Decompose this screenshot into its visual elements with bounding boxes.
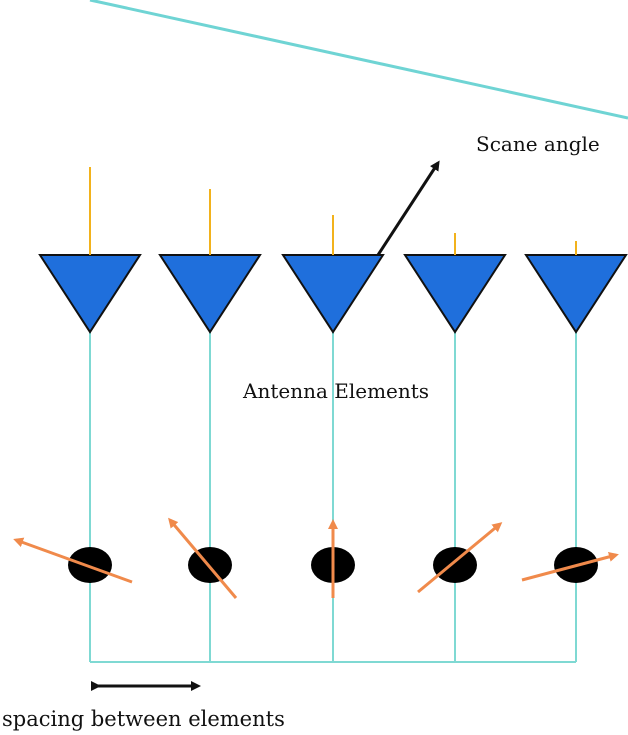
phase-arrow-1 <box>13 537 133 584</box>
antenna-elements-label: Antenna Elements <box>242 379 429 403</box>
spacing-label: spacing between elements <box>2 707 285 731</box>
phase-shifter-4 <box>433 547 477 583</box>
phase-arrow-2 <box>168 517 238 599</box>
antenna-element-4 <box>403 254 507 334</box>
phase-arrow-5 <box>521 551 619 582</box>
scan-angle-label: Scane angle <box>476 132 600 156</box>
phase-arrow-4 <box>417 522 503 594</box>
antenna-elements-group <box>13 167 628 662</box>
antenna-element-2 <box>158 254 262 334</box>
antenna-element-1 <box>38 254 142 334</box>
wavefront-line <box>89 0 628 120</box>
antenna-element-3 <box>281 254 385 334</box>
phase-shifter-1 <box>68 547 112 583</box>
scan-angle-arrow <box>376 160 440 256</box>
antenna-element-5 <box>524 254 628 334</box>
